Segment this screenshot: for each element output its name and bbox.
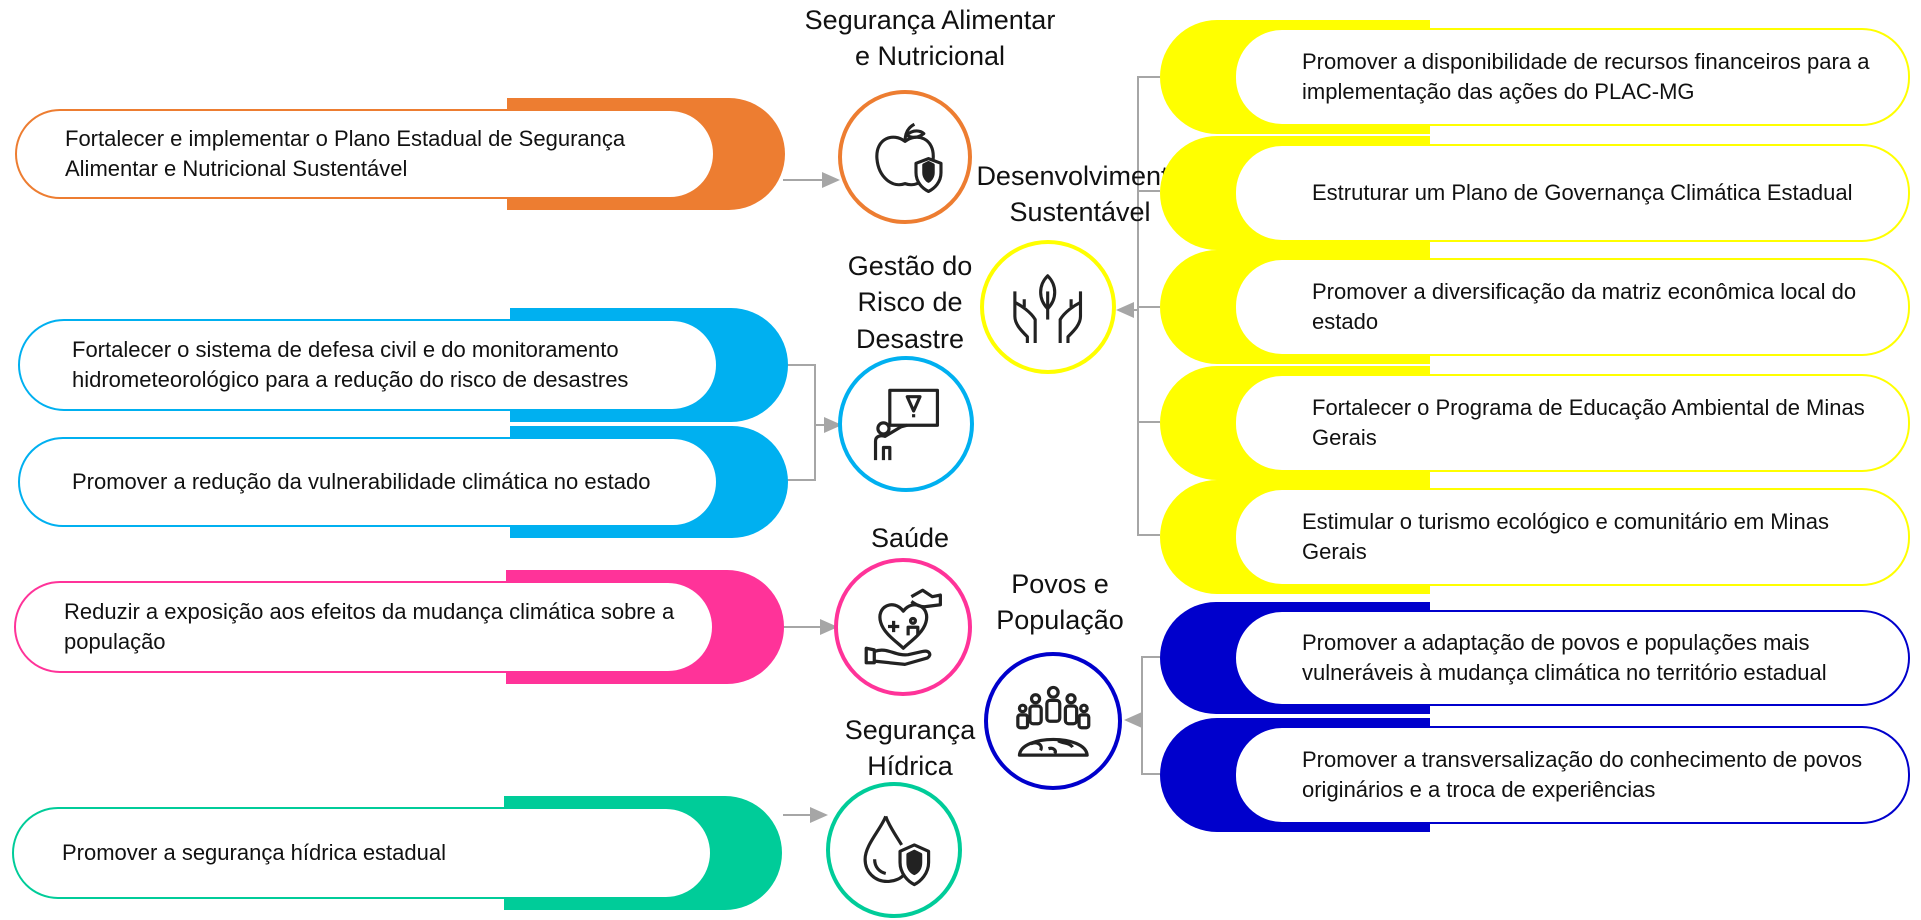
peoples-action-box-2: Promover a transversalização do conhecim… <box>1234 726 1910 824</box>
risk-action-pill-1: Fortalecer o sistema de defesa civil e d… <box>18 308 788 422</box>
sustainable-theme-title: Desenvolvimento Sustentável <box>976 161 1184 228</box>
sustainable-action-text-2: Estruturar um Plano de Governança Climát… <box>1312 180 1853 206</box>
health-theme-circle <box>834 558 972 696</box>
water-drop-shield-icon <box>863 816 931 887</box>
risk-action-box-2: Promover a redução da vulnerabilidade cl… <box>18 437 718 527</box>
health-action-text: Reduzir a exposição aos efeitos da mudan… <box>64 599 675 654</box>
peoples-action-text-1: Promover a adaptação de povos e populaçõ… <box>1302 630 1827 685</box>
sustainable-action-pill-2: Estruturar um Plano de Governança Climát… <box>1160 136 1910 250</box>
peoples-theme-title: Povos e População <box>996 569 1124 636</box>
warning-sign-person-icon <box>874 389 940 461</box>
hand-heart-care-icon <box>864 588 942 666</box>
water-action-box: Promover a segurança hídrica estadual <box>12 807 712 899</box>
people-globe-icon <box>1015 685 1091 757</box>
sustainable-action-box-1: Promover a disponibilidade de recursos f… <box>1234 28 1910 126</box>
water-theme-circle <box>826 782 962 918</box>
food-theme-circle <box>838 90 972 224</box>
sustainable-action-box-4: Fortalecer o Programa de Educação Ambien… <box>1234 374 1910 472</box>
sustainable-action-pill-4: Fortalecer o Programa de Educação Ambien… <box>1160 366 1910 480</box>
sustainable-action-pill-1: Promover a disponibilidade de recursos f… <box>1160 20 1910 134</box>
peoples-action-text-2: Promover a transversalização do conhecim… <box>1302 747 1863 802</box>
sustainable-action-pill-5: Estimular o turismo ecológico e comunitá… <box>1160 480 1910 594</box>
peoples-action-box-1: Promover a adaptação de povos e populaçõ… <box>1234 610 1910 706</box>
food-action-pill: Fortalecer e implementar o Plano Estadua… <box>15 98 785 210</box>
peoples-action-pill-2: Promover a transversalização do conhecim… <box>1160 718 1910 832</box>
sustainable-action-box-5: Estimular o turismo ecológico e comunitá… <box>1234 488 1910 586</box>
peoples-action-pill-1: Promover a adaptação de povos e populaçõ… <box>1160 602 1910 714</box>
sustainable-action-text-4: Fortalecer o Programa de Educação Ambien… <box>1312 395 1865 450</box>
risk-action-text-1: Fortalecer o sistema de defesa civil e d… <box>72 337 629 392</box>
risk-action-box-1: Fortalecer o sistema de defesa civil e d… <box>18 319 718 411</box>
sustainable-action-text-5: Estimular o turismo ecológico e comunitá… <box>1302 509 1829 564</box>
peoples-theme-circle <box>984 652 1122 790</box>
water-theme-title: Segurança Hídrica <box>844 715 976 782</box>
sustainable-action-pill-3: Promover a diversificação da matriz econ… <box>1160 250 1910 364</box>
food-action-text: Fortalecer e implementar o Plano Estadua… <box>65 126 626 181</box>
sustainable-action-box-2: Estruturar um Plano de Governança Climát… <box>1234 144 1910 242</box>
water-action-text: Promover a segurança hídrica estadual <box>62 840 446 866</box>
hands-leaf-icon <box>1013 274 1083 343</box>
risk-theme-title: Gestão do Risco de Desastre <box>847 251 973 354</box>
sustainable-theme-circle <box>980 240 1116 374</box>
water-action-pill: Promover a segurança hídrica estadual <box>12 796 782 910</box>
risk-action-text-2: Promover a redução da vulnerabilidade cl… <box>72 469 651 495</box>
risk-theme-circle <box>838 356 974 492</box>
food-action-box: Fortalecer e implementar o Plano Estadua… <box>15 109 715 199</box>
health-theme-title: Saúde <box>870 523 950 553</box>
risk-action-pill-2: Promover a redução da vulnerabilidade cl… <box>18 426 788 538</box>
apple-shield-icon <box>875 122 943 193</box>
food-theme-title: Segurança Alimentar e Nutricional <box>804 5 1056 72</box>
sustainable-action-text-3: Promover a diversificação da matriz econ… <box>1312 279 1857 334</box>
health-action-box: Reduzir a exposição aos efeitos da mudan… <box>14 581 714 673</box>
health-action-pill: Reduzir a exposição aos efeitos da mudan… <box>14 570 784 684</box>
sustainable-action-box-3: Promover a diversificação da matriz econ… <box>1234 258 1910 356</box>
sustainable-action-text-1: Promover a disponibilidade de recursos f… <box>1302 49 1870 104</box>
